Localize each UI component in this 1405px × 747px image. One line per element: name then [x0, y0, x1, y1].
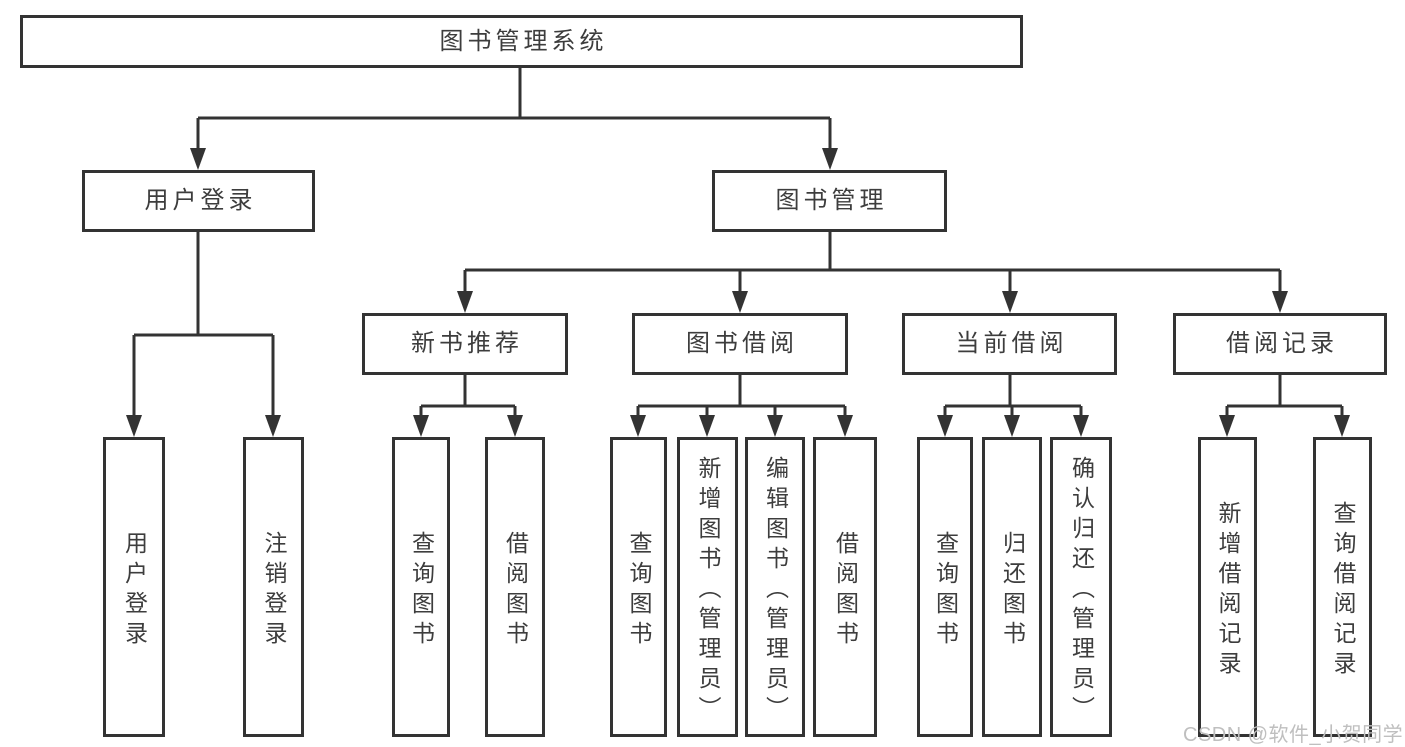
connector-book-management-to-children: [457, 232, 1288, 313]
node-label: 借阅记录: [1226, 330, 1338, 357]
node-borrowing-records: 借阅记录: [1173, 313, 1387, 375]
node-label: 查询图书: [932, 530, 959, 651]
leaf-query-books-current: 查询图书: [917, 437, 973, 737]
leaf-confirm-return-admin: 确认归还（管理员）: [1050, 437, 1112, 737]
node-book-borrowing: 图书借阅: [632, 313, 848, 375]
node-label: 图书管理系统: [439, 27, 608, 55]
leaf-query-borrow-record: 查询借阅记录: [1313, 437, 1372, 737]
leaf-add-books-admin: 新增图书（管理员）: [677, 437, 738, 737]
node-label: 归还图书: [999, 530, 1026, 651]
connector-book-borrowing-to-children: [630, 375, 853, 437]
node-label: 注销登录: [261, 530, 287, 651]
leaf-logout: 注销登录: [243, 437, 304, 737]
node-label: 确认归还（管理员）: [1068, 455, 1095, 726]
leaf-edit-books-admin: 编辑图书（管理员）: [745, 437, 805, 737]
node-label: 图书管理: [775, 187, 888, 214]
node-label: 编辑图书（管理员）: [762, 455, 789, 726]
connector-current-borrowing-to-children: [937, 375, 1089, 437]
node-label: 用户登录: [144, 187, 257, 214]
node-label: 新书推荐: [411, 330, 523, 357]
node-library-system: 图书管理系统: [20, 15, 1023, 68]
leaf-add-borrow-record: 新增借阅记录: [1198, 437, 1257, 737]
connector-user-login-to-children: [126, 232, 281, 437]
node-label: 借阅图书: [502, 530, 529, 651]
node-book-management: 图书管理: [712, 170, 947, 232]
connector-new-book-recommend-to-children: [413, 375, 523, 437]
node-current-borrowing: 当前借阅: [902, 313, 1117, 375]
node-user-login: 用户登录: [82, 170, 315, 232]
node-label: 借阅图书: [832, 530, 859, 651]
leaf-borrow-books: 借阅图书: [813, 437, 877, 737]
node-label: 查询图书: [626, 530, 652, 651]
watermark: CSDN @软件_小贺同学: [1183, 724, 1404, 746]
leaf-borrow-books-recommend: 借阅图书: [485, 437, 545, 737]
node-label: 新增图书（管理员）: [695, 455, 721, 726]
leaf-user-login: 用户登录: [103, 437, 165, 737]
node-label: 图书借阅: [686, 330, 798, 357]
connector-borrowing-records-to-children: [1219, 375, 1350, 437]
node-label: 新增借阅记录: [1215, 500, 1241, 681]
node-label: 查询借阅记录: [1330, 500, 1356, 681]
node-label: 当前借阅: [955, 330, 1068, 357]
leaf-query-books-borrowing: 查询图书: [610, 437, 667, 737]
leaf-return-books: 归还图书: [982, 437, 1042, 737]
leaf-query-books-recommend: 查询图书: [392, 437, 450, 737]
node-label: 用户登录: [121, 530, 148, 651]
node-new-book-recommend: 新书推荐: [362, 313, 568, 375]
node-label: 查询图书: [408, 530, 435, 651]
connector-root-to-children: [190, 66, 838, 170]
